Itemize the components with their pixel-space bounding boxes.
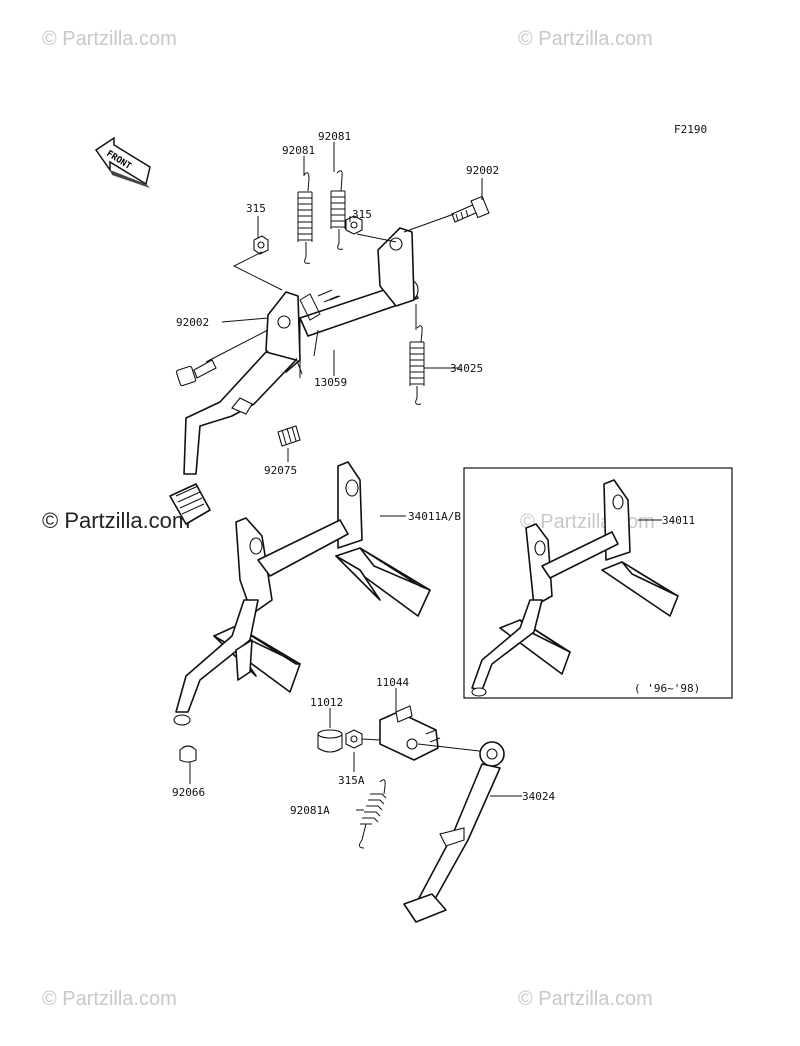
front-arrow-icon: FRONT — [94, 136, 151, 188]
spring-34025 — [409, 325, 425, 405]
label-13059: 13059 — [314, 376, 347, 389]
label-92081-top: 92081 — [318, 130, 351, 143]
inset-box: ( '96~'98) — [463, 467, 733, 699]
diagram-code: F2190 — [674, 123, 707, 136]
watermark-bottom-left: © Partzilla.com — [42, 988, 177, 1010]
spring-92081-left — [297, 172, 313, 264]
watermark-middle-left: © Partzilla.com — [42, 508, 190, 533]
bracket-11044 — [379, 705, 441, 761]
foot-pad — [169, 483, 211, 525]
cap-92066 — [179, 745, 197, 763]
label-315A: 315A — [338, 774, 365, 787]
label-315-right: 315 — [352, 208, 372, 221]
label-92066: 92066 — [172, 786, 205, 799]
nut-315A — [345, 729, 363, 749]
label-34011AB: 34011A/B — [408, 510, 461, 523]
main-stand-34011AB — [173, 461, 431, 726]
label-92002-right: 92002 — [466, 164, 499, 177]
spring-92081-top — [330, 170, 346, 250]
label-92002-left: 92002 — [176, 316, 209, 329]
bolt-92002-left — [175, 359, 217, 387]
label-92081A: 92081A — [290, 804, 330, 817]
spring-92081A — [358, 779, 387, 849]
label-315-left: 315 — [246, 202, 266, 215]
side-stand-34024 — [403, 741, 505, 923]
cap-92075 — [277, 425, 301, 447]
watermark-bottom-right: © Partzilla.com — [518, 988, 653, 1010]
inset-note: ( '96~'98) — [634, 682, 700, 695]
label-11012: 11012 — [310, 696, 343, 709]
label-92075: 92075 — [264, 464, 297, 477]
label-92081-left: 92081 — [282, 144, 315, 157]
nut-315-left — [253, 235, 269, 255]
label-34011: 34011 — [662, 514, 695, 527]
label-11044: 11044 — [376, 676, 409, 689]
rubber-11012 — [317, 729, 343, 753]
watermark-top-left: © Partzilla.com — [42, 28, 177, 50]
bolt-92002-right — [451, 195, 490, 223]
watermark-top-right: © Partzilla.com — [518, 28, 653, 50]
label-34024: 34024 — [522, 790, 555, 803]
pivot-bracket-13059 — [169, 227, 419, 525]
label-34025: 34025 — [450, 362, 483, 375]
